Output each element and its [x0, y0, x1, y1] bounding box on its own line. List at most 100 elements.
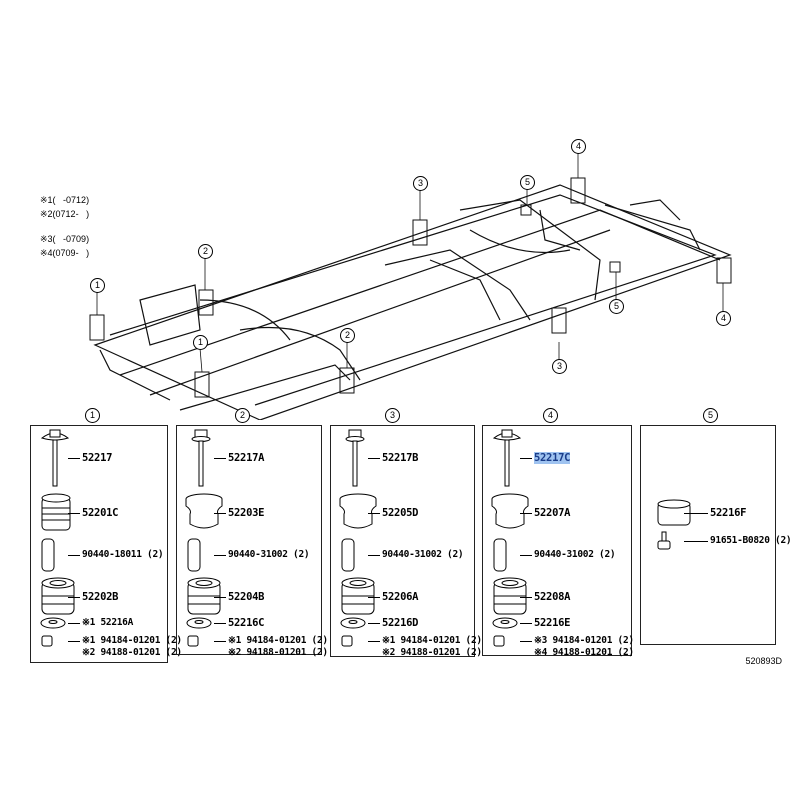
part-number-label[interactable]: 90440-31002 (2): [228, 549, 310, 560]
part-number-label[interactable]: ※1 52216A: [82, 617, 134, 628]
frame-callout-2: 2: [198, 244, 213, 259]
note-3: ※3( -0709): [40, 234, 90, 244]
part-bolt-small-icon: [654, 530, 674, 557]
panel-2-number: 2: [235, 408, 250, 423]
part-cushion-icon: [654, 497, 694, 534]
panel-5-number: 5: [703, 408, 718, 423]
part-collar-icon: [490, 537, 510, 578]
part-nut-icon: [490, 634, 510, 653]
part-number-label[interactable]: ※4 94188-01201 (2): [534, 647, 634, 658]
panel-2: [176, 425, 322, 655]
part-bushing-icon: [338, 492, 378, 539]
frame-callout-4: 4: [716, 311, 731, 326]
part-bushing-icon: [490, 492, 530, 539]
part-nut-icon: [184, 634, 204, 653]
frame-callout-5: 5: [520, 175, 535, 190]
leader-line: [520, 458, 532, 459]
leader-line: [214, 555, 226, 556]
part-collar-icon: [338, 537, 358, 578]
part-number-label[interactable]: 52217C: [534, 452, 571, 464]
part-nut-icon: [338, 634, 358, 653]
frame-callout-5: 5: [609, 299, 624, 314]
note-2: ※2(0712- ): [40, 209, 90, 219]
part-number-label[interactable]: 52216C: [228, 617, 265, 629]
part-number-label[interactable]: 90440-31002 (2): [382, 549, 464, 560]
part-washer-icon: [338, 616, 368, 635]
leader-line: [68, 597, 80, 598]
part-bushing-icon: [184, 492, 224, 539]
part-number-label[interactable]: 52208A: [534, 591, 571, 603]
leader-line: [368, 597, 380, 598]
part-number-label[interactable]: 52202B: [82, 591, 119, 603]
frame-callout-1: 1: [90, 278, 105, 293]
panel-3-number: 3: [385, 408, 400, 423]
part-number-label[interactable]: 52217: [82, 452, 113, 464]
part-number-label[interactable]: ※2 94188-01201 (2): [382, 647, 482, 658]
leader-line: [368, 513, 380, 514]
leader-line: [520, 513, 532, 514]
leader-line: [520, 555, 532, 556]
panel-3: [330, 425, 475, 657]
leader-line: [520, 641, 532, 642]
panel-4: [482, 425, 632, 656]
part-washer-icon: [38, 616, 68, 635]
part-number-label[interactable]: ※3 94184-01201 (2): [534, 635, 634, 646]
leader-line: [68, 641, 80, 642]
part-washer-icon: [184, 616, 214, 635]
part-number-label[interactable]: ※2 94188-01201 (2): [82, 647, 182, 658]
part-bolt-icon: [184, 428, 218, 493]
leader-line: [368, 555, 380, 556]
part-number-label[interactable]: 52201C: [82, 507, 119, 519]
part-number-label[interactable]: 52207A: [534, 507, 571, 519]
frame-callout-3: 3: [413, 176, 428, 191]
part-bushing-lower-icon: [490, 576, 530, 623]
part-bolt-flange-icon: [38, 428, 72, 493]
part-number-label[interactable]: 52217A: [228, 452, 265, 464]
part-number-label[interactable]: 52203E: [228, 507, 265, 519]
leader-line: [368, 623, 380, 624]
part-collar-icon: [184, 537, 204, 578]
part-bushing-lower-icon: [38, 576, 78, 623]
leader-line: [520, 623, 532, 624]
part-number-label[interactable]: 52216E: [534, 617, 571, 629]
part-number-label[interactable]: 52216F: [710, 507, 747, 519]
leader-line: [684, 513, 708, 514]
panel-1: [30, 425, 168, 663]
part-number-label[interactable]: 90440-18011 (2): [82, 549, 164, 560]
leader-line: [214, 513, 226, 514]
part-number-label[interactable]: ※1 94184-01201 (2): [82, 635, 182, 646]
part-number-label[interactable]: 90440-31002 (2): [534, 549, 616, 560]
part-number-label[interactable]: 91651-B0820 (2): [710, 535, 792, 546]
chassis-frame-illustration: [89, 152, 732, 420]
part-number-label[interactable]: 52204B: [228, 591, 265, 603]
leader-line: [68, 458, 80, 459]
leader-line: [68, 513, 80, 514]
part-nut-icon: [38, 634, 58, 653]
part-bolt-flange-icon: [490, 428, 524, 493]
diagram-code: 520893D: [745, 656, 782, 666]
frame-callout-4: 4: [571, 139, 586, 154]
leader-line: [368, 641, 380, 642]
frame-rails: [93, 184, 732, 420]
leader-line: [68, 555, 80, 556]
leader-line: [368, 458, 380, 459]
leader-line: [520, 597, 532, 598]
note-1: ※1( -0712): [40, 195, 90, 205]
frame-callout-2: 2: [340, 328, 355, 343]
callout-leaders: [96, 152, 724, 373]
leader-line: [68, 623, 80, 624]
panel-1-number: 1: [85, 408, 100, 423]
part-number-label[interactable]: ※1 94184-01201 (2): [382, 635, 482, 646]
part-number-label[interactable]: ※2 94188-01201 (2): [228, 647, 328, 658]
part-number-label[interactable]: 52216D: [382, 617, 419, 629]
leader-line: [214, 458, 226, 459]
part-bushing-ribbed-icon: [38, 492, 74, 539]
part-number-label[interactable]: 52217B: [382, 452, 419, 464]
note-4: ※4(0709- ): [40, 248, 90, 258]
part-number-label[interactable]: 52206A: [382, 591, 419, 603]
part-number-label[interactable]: 52205D: [382, 507, 419, 519]
part-number-label[interactable]: ※1 94184-01201 (2): [228, 635, 328, 646]
leader-line: [214, 597, 226, 598]
part-bushing-lower-icon: [338, 576, 378, 623]
panel-5: [640, 425, 776, 645]
